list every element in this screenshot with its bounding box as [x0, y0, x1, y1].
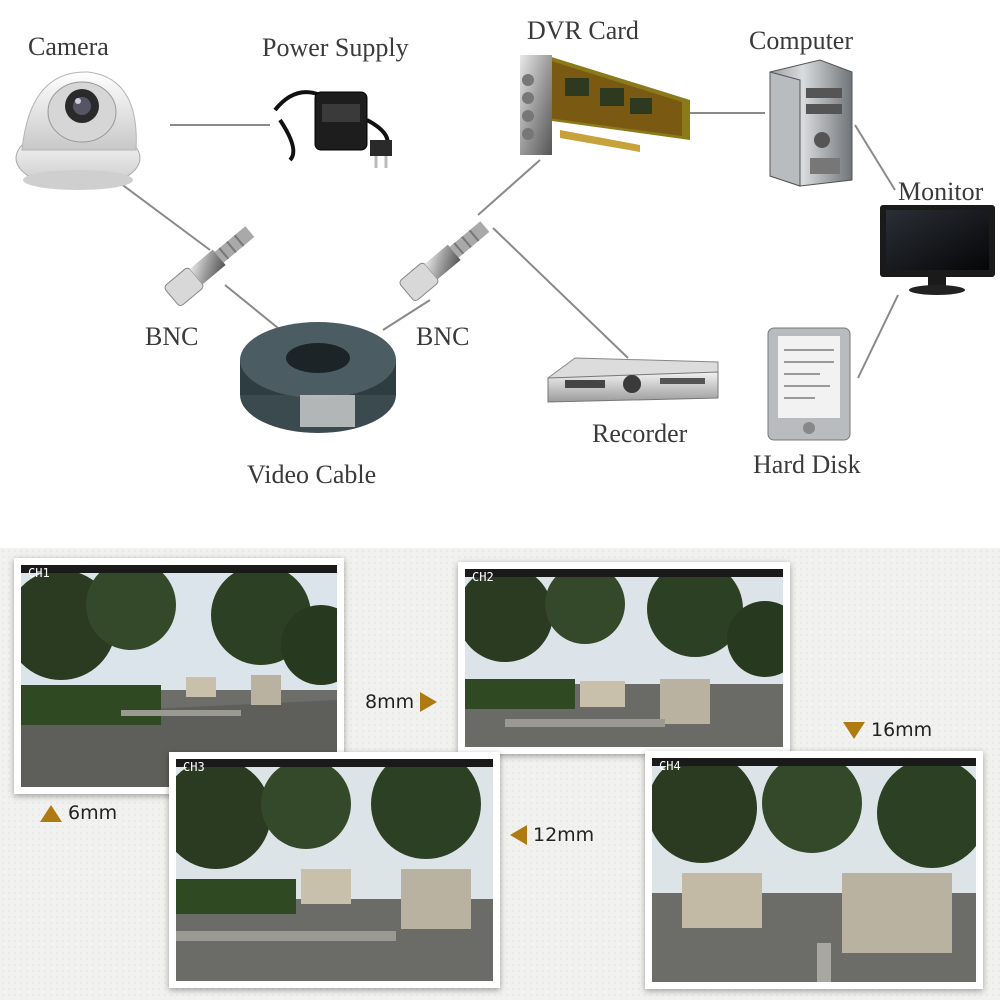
- channel-1-label: CH1: [28, 566, 50, 580]
- channel-2-scene: [465, 569, 783, 747]
- line-cable-bnc-right: [382, 299, 431, 331]
- lens-8mm-marker: 8mm: [365, 691, 438, 713]
- lens-6mm-label: 6mm: [68, 802, 118, 824]
- channel-2-label: CH2: [472, 570, 494, 584]
- monitor-label: Monitor: [898, 177, 984, 206]
- lens-6mm-marker: 6mm: [40, 802, 117, 824]
- line-bnc-dvr: [477, 159, 541, 216]
- bnc-left-label: BNC: [145, 322, 199, 351]
- recorder-icon: [547, 357, 719, 403]
- dvr-card-icon: [520, 55, 690, 155]
- recorder-label: Recorder: [592, 419, 688, 448]
- arrow-left-icon: [510, 825, 527, 845]
- power-supply-icon: [273, 90, 392, 168]
- bnc-right-label: BNC: [416, 322, 470, 351]
- cctv-system-diagram: Camera Power Supply DVR Card Computer Mo…: [15, 16, 995, 489]
- lens-16mm-label: 16mm: [871, 719, 933, 741]
- channel-4-photo: CH4: [645, 751, 983, 989]
- channel-3-label: CH3: [183, 760, 205, 774]
- dvr-card-label: DVR Card: [527, 16, 639, 45]
- arrow-right-icon: [420, 692, 438, 712]
- channel-1-scene: [21, 565, 337, 787]
- bnc-connector-right-icon: [399, 221, 490, 301]
- bnc-connector-left-icon: [164, 226, 255, 306]
- line-monitor-harddisk: [857, 294, 899, 379]
- channel-1-photo: CH1: [14, 558, 344, 794]
- channel-4-scene: [652, 758, 976, 982]
- line-bnc-cable-left: [224, 284, 279, 329]
- channel-3-scene: [176, 759, 493, 981]
- channel-4-label: CH4: [659, 759, 681, 773]
- channel-2-photo: CH2: [458, 562, 790, 754]
- hard-disk-label: Hard Disk: [753, 450, 861, 479]
- connector-lines: [119, 112, 899, 379]
- lens-16mm-marker: 16mm: [843, 719, 932, 741]
- camera-label: Camera: [28, 32, 109, 61]
- arrow-up-icon: [40, 804, 62, 822]
- computer-label: Computer: [749, 26, 853, 55]
- power-supply-label: Power Supply: [262, 33, 409, 62]
- monitor-icon: [880, 205, 995, 295]
- computer-tower-icon: [769, 59, 853, 187]
- line-bnc-recorder: [492, 227, 629, 359]
- hard-disk-icon: [767, 327, 851, 441]
- lens-8mm-label: 8mm: [365, 691, 415, 713]
- channel-3-photo: CH3: [169, 752, 500, 988]
- diagram-canvas: [15, 55, 995, 441]
- dome-camera-icon: [15, 71, 141, 190]
- line-camera-bnc: [119, 182, 211, 251]
- line-computer-monitor: [854, 124, 896, 191]
- lens-12mm-label: 12mm: [533, 824, 595, 846]
- lens-comparison-panel: CH1 CH2: [0, 548, 1000, 1000]
- video-cable-coil-icon: [240, 322, 396, 433]
- arrow-down-icon: [843, 721, 865, 739]
- lens-12mm-marker: 12mm: [510, 824, 594, 846]
- video-cable-label: Video Cable: [247, 460, 377, 489]
